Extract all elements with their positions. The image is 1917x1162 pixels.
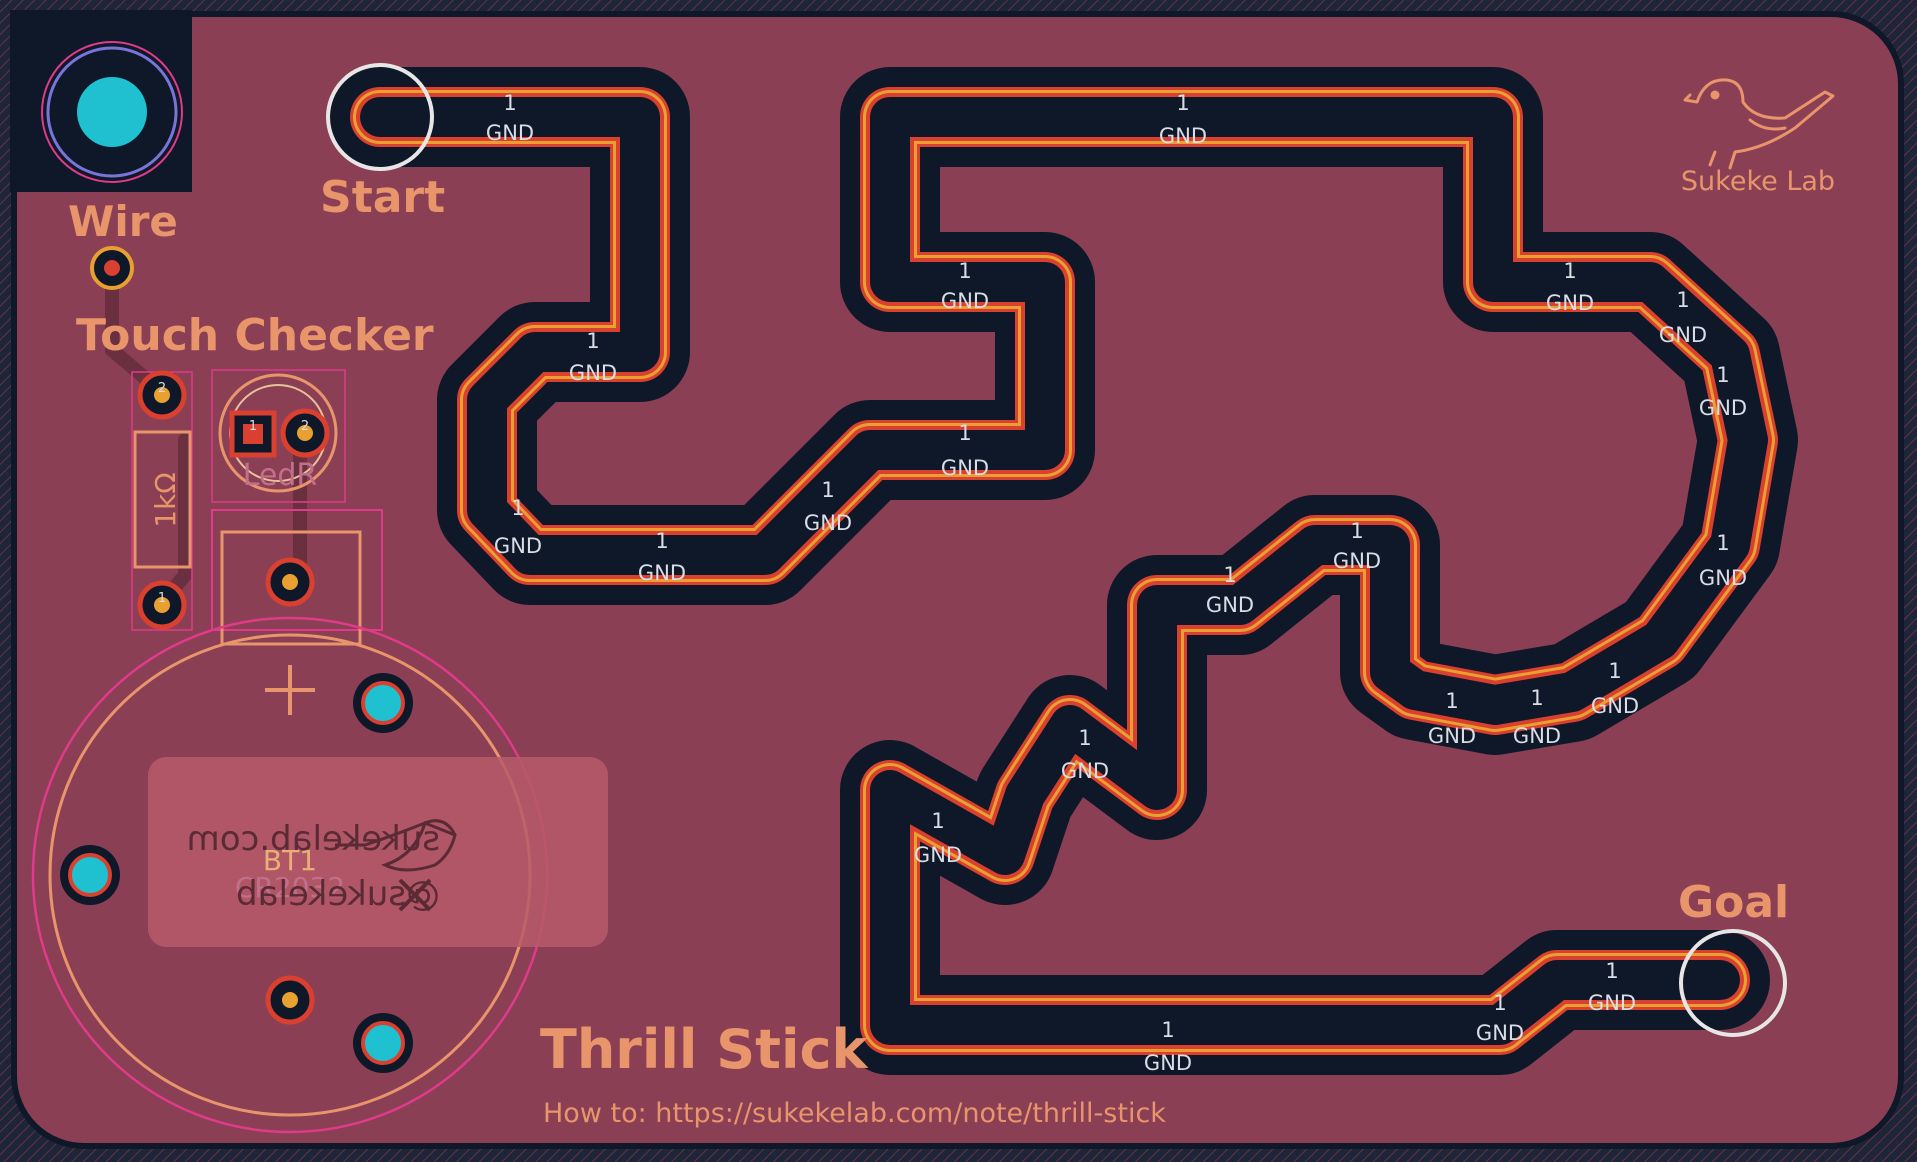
pad-number: 1 (1608, 659, 1621, 683)
pad-number: 1 (1563, 259, 1576, 283)
net-name: GND (941, 456, 989, 480)
pad-number: 1 (655, 529, 668, 553)
led-outline (218, 373, 338, 493)
pad-number: 1 (931, 809, 944, 833)
sparrow-logo-icon (1683, 78, 1835, 170)
net-name: GND (1206, 593, 1254, 617)
pad-number: 1 (1161, 1018, 1174, 1042)
battery-type: CR2032 (235, 871, 345, 904)
goal-label: Goal (1678, 877, 1789, 928)
battery-ref: BT1 (263, 844, 317, 877)
net-name: GND (638, 561, 686, 585)
maze-track (330, 67, 1798, 1075)
sparrow-logo-icon (335, 819, 457, 872)
net-name: GND (1546, 291, 1594, 315)
pad-number: 1 (1676, 288, 1689, 312)
pin-label: 1 (158, 591, 166, 606)
battery-holder: BT1 CR2032 sukekelab.com @sukekelab (31, 509, 608, 1134)
net-name: GND (1699, 396, 1747, 420)
pin-label: 1 (249, 419, 257, 434)
pad-number: 1 (1716, 531, 1729, 555)
net-name: GND (804, 511, 852, 535)
net-name: GND (941, 289, 989, 313)
mounting-hole (41, 41, 183, 183)
pad-number: 1 (958, 259, 971, 283)
pad-number: 1 (1350, 519, 1363, 543)
start-ring[interactable] (326, 63, 434, 171)
goal-ring[interactable] (1679, 929, 1787, 1037)
net-name: GND (1144, 1051, 1192, 1075)
mirrored-handle: @sukekelab (236, 874, 440, 914)
pad-number: 1 (958, 421, 971, 445)
net-name: GND (1333, 549, 1381, 573)
mirrored-label-block (148, 757, 608, 947)
pad-number: 1 (1176, 91, 1189, 115)
net-name: GND (569, 361, 617, 385)
net-name: GND (1588, 991, 1636, 1015)
resistor-value: 1kΩ (149, 472, 182, 527)
net-name: GND (1513, 724, 1561, 748)
touch-checker-label: Touch Checker (76, 310, 434, 361)
net-name: GND (1428, 724, 1476, 748)
pad-number: 1 (1445, 689, 1458, 713)
board-title: Thrill Stick (540, 1018, 868, 1081)
net-name: GND (486, 121, 534, 145)
led-courtyard (211, 369, 346, 503)
plus-icon (265, 665, 315, 715)
pad-number: 1 (1530, 686, 1543, 710)
resistor-body (133, 430, 192, 569)
net-name: GND (1061, 759, 1109, 783)
x-logo-icon (398, 878, 432, 912)
touch-checker-circuit: 2 1 1kΩ 1 2 LedR (90, 246, 346, 631)
pad-number: 1 (1605, 959, 1618, 983)
led-ref: LedR (243, 458, 318, 493)
pad-number: 1 (586, 329, 599, 353)
pad-number: 1 (511, 496, 524, 520)
net-name: GND (914, 843, 962, 867)
pin-label: 2 (158, 381, 166, 396)
start-label: Start (320, 172, 445, 223)
net-name: GND (1476, 1021, 1524, 1045)
net-name: GND (494, 534, 542, 558)
pad-number: 1 (1078, 726, 1091, 750)
net-name: GND (1699, 566, 1747, 590)
mirrored-site: sukekelab.com (187, 819, 440, 859)
net-name: GND (1591, 694, 1639, 718)
pad-number: 1 (821, 478, 834, 502)
wire-label: Wire (68, 197, 178, 246)
net-name: GND (1159, 124, 1207, 148)
net-name: GND (1659, 323, 1707, 347)
pad-number: 1 (503, 91, 516, 115)
pad-number: 1 (1223, 563, 1236, 587)
pad-number: 1 (1493, 991, 1506, 1015)
how-to-url: How to: https://sukekelab.com/note/thril… (543, 1098, 1166, 1129)
pad-number: 1 (1716, 363, 1729, 387)
pin-label: 2 (301, 419, 309, 434)
brand-name: Sukeke Lab (1681, 166, 1835, 197)
